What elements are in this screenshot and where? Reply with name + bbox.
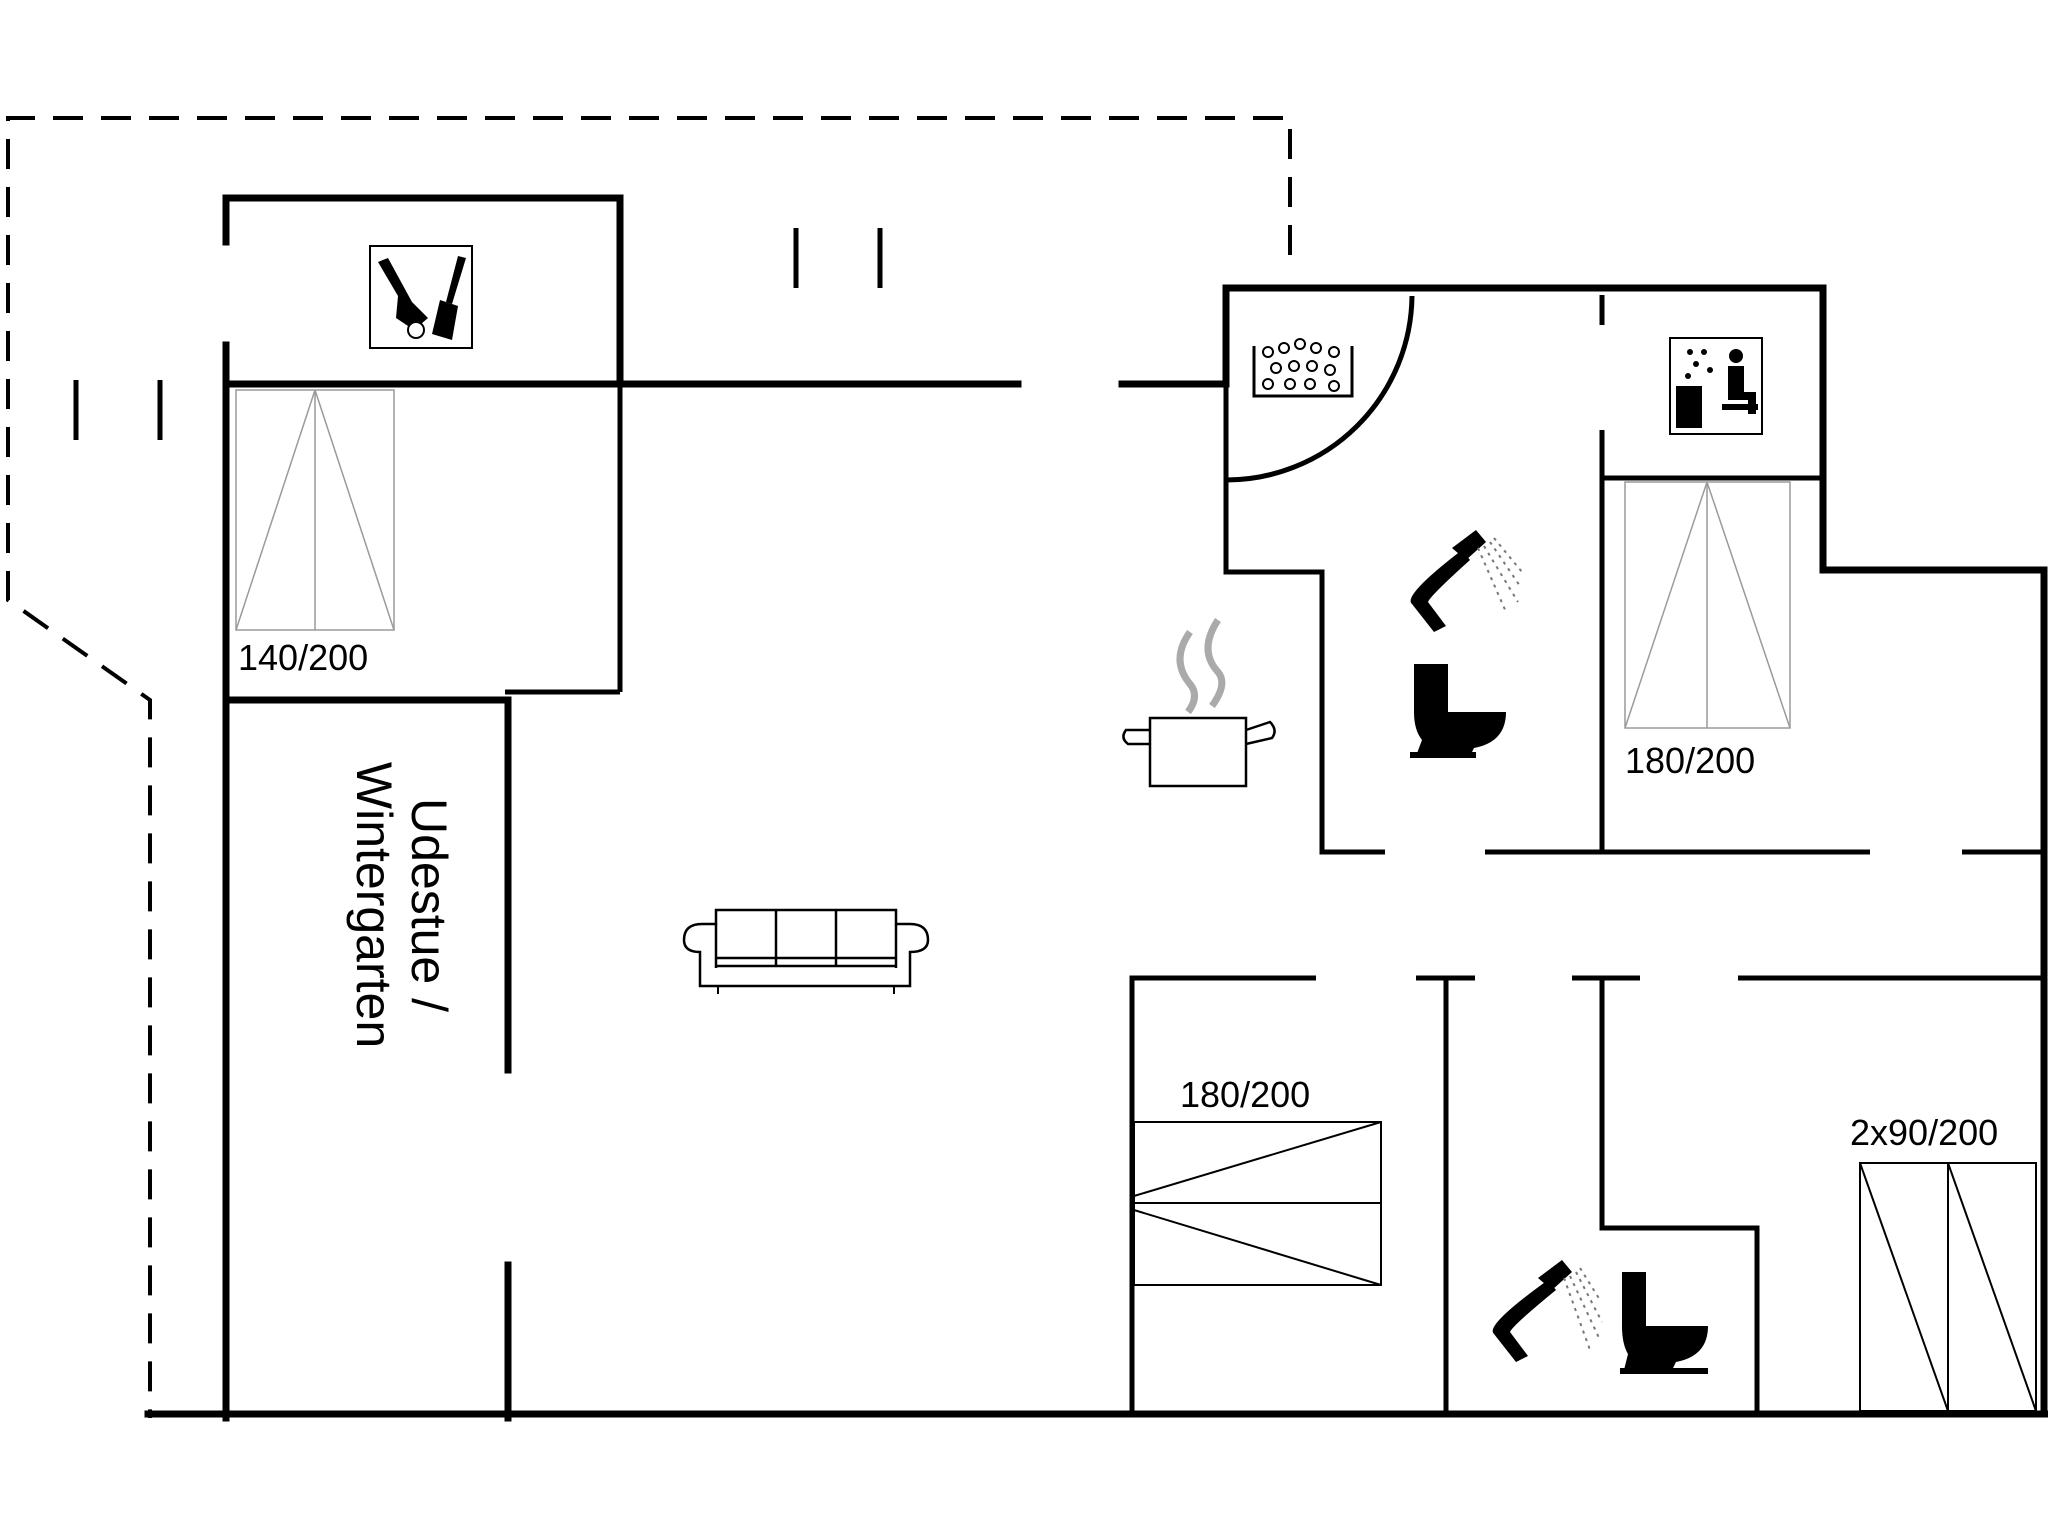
bed-4 <box>1859 1162 2037 1412</box>
bed-1 <box>235 389 395 631</box>
shower-icon <box>1410 530 1523 632</box>
sauna-icon <box>1669 337 1763 435</box>
kitchen-pot-icon <box>1122 618 1276 788</box>
conservatory-label-line-2: Wintergarten <box>346 762 402 1048</box>
storage-tools-icon <box>369 245 473 349</box>
terrace-outline <box>6 116 1292 1418</box>
bed-1-size-label: 140/200 <box>238 637 368 678</box>
bed-2 <box>1624 481 1791 729</box>
conservatory-label-line-1: Udestue / <box>401 798 457 1012</box>
sofa-icon <box>682 908 930 994</box>
spa-tub-icon <box>1252 338 1354 398</box>
shower-icon-2 <box>1492 1260 1603 1362</box>
toilet-icon-2 <box>1620 1272 1708 1374</box>
conservatory-label: Udestue / Wintergarten <box>346 762 457 1048</box>
bed-4-size-label: 2x90/200 <box>1850 1112 1998 1153</box>
bed-2-size-label: 180/200 <box>1625 740 1755 781</box>
bed-3-size-label: 180/200 <box>1180 1074 1310 1115</box>
toilet-icon <box>1410 664 1506 758</box>
walls <box>73 194 2048 1422</box>
bed-3 <box>1133 1121 1382 1286</box>
